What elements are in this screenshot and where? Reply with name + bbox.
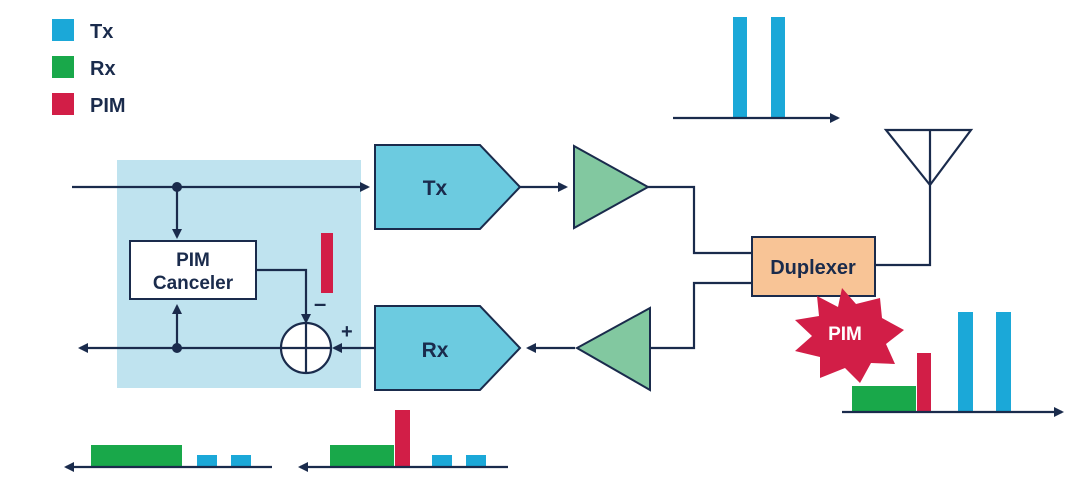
tx-block-label: Tx bbox=[423, 177, 448, 200]
duplexer-label: Duplexer bbox=[770, 257, 856, 279]
pim-canceler-label-line1: PIM bbox=[176, 250, 210, 271]
duplexer-block: Duplexer bbox=[751, 236, 876, 297]
pa-to-duplexer bbox=[648, 185, 752, 255]
output-spectrum bbox=[64, 445, 272, 472]
legend-swatch-pim bbox=[52, 93, 74, 115]
tx-spectrum-top bbox=[673, 17, 840, 123]
tx-leak-2 bbox=[466, 455, 486, 467]
tx-leak-1 bbox=[432, 455, 452, 467]
low-noise-amplifier-icon bbox=[574, 306, 651, 392]
duplexer-spectrum bbox=[842, 312, 1064, 417]
tx-tone-1 bbox=[733, 17, 747, 118]
canceler-to-summer bbox=[256, 268, 311, 324]
summer-plus-sign: + bbox=[341, 321, 353, 343]
starburst-icon bbox=[795, 288, 904, 383]
legend-label-tx: Tx bbox=[90, 21, 113, 43]
duplexer-to-antenna bbox=[875, 160, 932, 267]
tx-leak-2 bbox=[231, 455, 251, 467]
rx-spectrum bbox=[298, 410, 508, 472]
pim-product bbox=[917, 353, 931, 412]
tx-block: Tx bbox=[374, 144, 522, 230]
rx-block-label: Rx bbox=[422, 339, 449, 362]
rx-band bbox=[330, 445, 394, 467]
legend-swatch-rx bbox=[52, 56, 74, 78]
legend-swatch-tx bbox=[52, 19, 74, 41]
legend-label-pim: PIM bbox=[90, 95, 126, 117]
tx-leak-1 bbox=[197, 455, 217, 467]
pim-starburst: PIM bbox=[795, 288, 904, 383]
pim-burst-label: PIM bbox=[828, 324, 862, 345]
legend-label-rx: Rx bbox=[90, 58, 116, 80]
pim-canceler-label-line2: Canceler bbox=[153, 273, 234, 294]
tx-tone-1 bbox=[958, 312, 973, 412]
pim-product bbox=[395, 410, 410, 467]
rx-band bbox=[852, 386, 916, 412]
rx-block: Rx bbox=[374, 305, 522, 391]
duplexer-to-lna bbox=[650, 281, 752, 350]
antenna-icon bbox=[883, 128, 974, 187]
pim-canceler-block: PIM Canceler bbox=[129, 240, 257, 300]
tx-tone-2 bbox=[996, 312, 1011, 412]
rx-band bbox=[91, 445, 182, 467]
tx-tone-2 bbox=[771, 17, 785, 118]
power-amplifier-icon bbox=[573, 144, 651, 230]
summer-minus-sign: – bbox=[314, 291, 326, 316]
pim-replica-bar bbox=[321, 233, 333, 293]
summing-junction-icon bbox=[279, 321, 333, 375]
legend: Tx Rx PIM bbox=[52, 19, 126, 117]
